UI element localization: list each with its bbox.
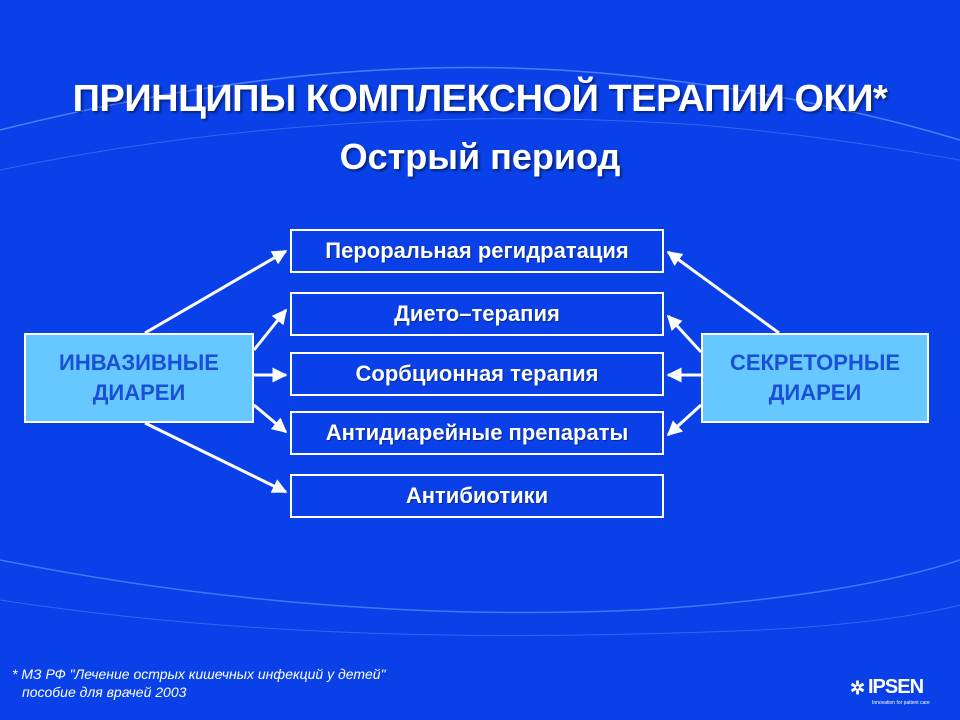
arrow-right-1 bbox=[666, 250, 780, 335]
invasive-diarrhea-line1: ИНВАЗИВНЫЕ bbox=[59, 350, 219, 375]
therapy-oral-rehydration: Пероральная регидратация bbox=[290, 229, 664, 273]
logo-tagline: Innovation for patient care bbox=[872, 700, 930, 706]
arrow-left-2 bbox=[252, 308, 288, 351]
footnote: * МЗ РФ "Лечение острых кишечных инфекци… bbox=[12, 665, 386, 701]
secretory-diarrhea-line2: ДИАРЕИ bbox=[768, 380, 862, 405]
page-subtitle: Острый период bbox=[339, 136, 621, 177]
footnote-line2: пособие для врачей 2003 bbox=[22, 684, 187, 700]
arrow-left-5 bbox=[144, 421, 288, 494]
footnote-line1: * МЗ РФ "Лечение острых кишечных инфекци… bbox=[12, 666, 386, 682]
ipsen-logo: ✲ IPSEN Innovation for patient care bbox=[850, 676, 942, 708]
arrow-right-4 bbox=[666, 403, 703, 437]
page-title: ПРИНЦИПЫ КОМПЛЕКСНОЙ ТЕРАПИИ ОКИ* bbox=[72, 78, 888, 120]
logo-name: IPSEN bbox=[868, 676, 924, 698]
therapy-antibiotics: Антибиотики bbox=[290, 474, 664, 518]
secretory-diarrhea-box: СЕКРЕТОРНЫЕ ДИАРЕИ bbox=[701, 333, 929, 423]
arrow-right-2 bbox=[666, 314, 703, 354]
therapy-diet: Дието–терапия bbox=[290, 292, 664, 336]
therapy-antidiarrheal: Антидиарейные препараты bbox=[290, 411, 664, 455]
ipsen-mark-icon: ✲ bbox=[850, 678, 866, 698]
secretory-diarrhea-line1: СЕКРЕТОРНЫЕ bbox=[729, 350, 901, 375]
arrow-left-4 bbox=[253, 403, 288, 434]
arrow-left-1 bbox=[144, 249, 288, 335]
invasive-diarrhea-box: ИНВАЗИВНЫЕ ДИАРЕИ bbox=[24, 333, 254, 423]
therapy-sorption: Сорбционная терапия bbox=[290, 352, 664, 396]
invasive-diarrhea-line2: ДИАРЕИ bbox=[92, 380, 186, 405]
